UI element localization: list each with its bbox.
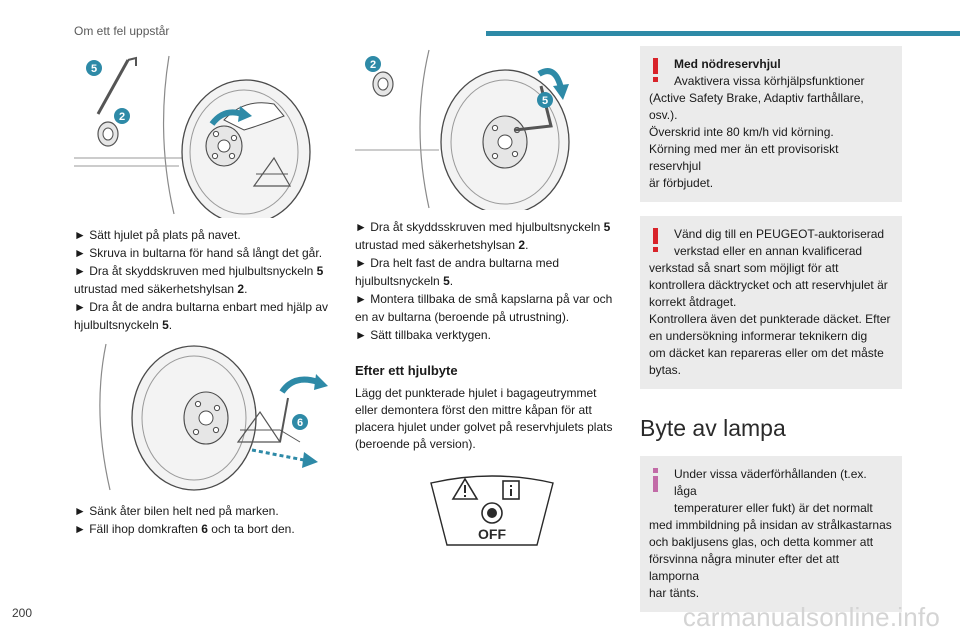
step-line: ► Dra åt skyddskruven med hjulbultsnycke…	[74, 264, 324, 278]
step-line: hjulbultsnyckeln 5.	[355, 274, 454, 288]
condensation-info-box: Under vissa väderförhållanden (t.ex. låg…	[640, 456, 902, 612]
step-line: en av bultarna (beroende på utrustning).	[355, 310, 570, 324]
watermark: carmanualsonline.info	[682, 602, 940, 632]
wheel-tighten-illustration: 2 5	[355, 49, 570, 210]
step-line: hjulbultsnyckeln 5.	[74, 318, 173, 332]
section-heading-lamp-change: Byte av lampa	[640, 415, 786, 441]
note-line: korrekt åtdraget.	[649, 295, 737, 309]
steps-list-3: ► Dra åt skyddsskruven med hjulbultsnyck…	[355, 218, 625, 344]
note-line: bytas.	[649, 363, 682, 377]
callout-5: 5	[542, 95, 548, 107]
wheel-mount-illustration: 5 2	[74, 55, 311, 218]
note-line: Körning med mer än ett provisoriskt rese…	[649, 142, 839, 173]
safety-functions-off-button: OFF	[430, 475, 554, 546]
note-line: verkstad så snart som möjligt för att	[649, 261, 839, 275]
off-label: OFF	[478, 526, 506, 542]
callout-5: 5	[91, 63, 97, 75]
step-line: ► Sätt hjulet på plats på navet.	[74, 228, 241, 242]
section-title: Om ett fel uppstår	[74, 24, 170, 38]
note-line: verkstad eller en annan kvalificerad	[674, 244, 863, 258]
step-line: ► Dra helt fast de andra bultarna med	[355, 256, 559, 270]
section-heading-after-wheel-change: Efter ett hjulbyte	[355, 363, 458, 378]
dealer-check-warning-box: Vänd dig till en PEUGEOT-auktoriserad ve…	[640, 216, 902, 389]
steps-list-2: ► Sänk åter bilen helt ned på marken. ► …	[74, 502, 336, 538]
note-line: en undersökning informerar teknikern dig	[649, 329, 868, 343]
emergency-spare-warning-box: Med nödreservhjul Avaktivera vissa körhj…	[640, 46, 902, 202]
warning-triangle-icon	[451, 477, 479, 500]
callout-2: 2	[119, 111, 125, 123]
column-right: Med nödreservhjul Avaktivera vissa körhj…	[640, 46, 902, 612]
step-line: ► Skruva in bultarna för hand så långt d…	[74, 246, 323, 260]
warning-title: Med nödreservhjul	[674, 57, 781, 71]
warning-exclamation-icon	[653, 228, 658, 252]
note-line: (Active Safety Brake, Adaptiv farthållar…	[649, 91, 864, 105]
after-wheel-change-text: Lägg det punkterade hjulet i bagageutrym…	[355, 386, 613, 451]
steps-list-1: ► Sätt hjulet på plats på navet. ► Skruv…	[74, 226, 336, 334]
page-header: Om ett fel uppstår	[0, 0, 960, 40]
column-middle: 2 5 ► Dra åt skyddsskruven med hjulbults…	[355, 46, 625, 549]
info-icon	[653, 468, 658, 492]
step-line: ► Sätt tillbaka verktygen.	[355, 328, 491, 342]
column-left: 5 2 ► Sätt hjulet på plats på navet. ► S…	[74, 46, 336, 538]
note-line: är förbjudet.	[649, 176, 714, 190]
manual-book-icon	[502, 480, 520, 500]
note-line: Vänd dig till en PEUGEOT-auktoriserad	[674, 227, 885, 241]
step-line: ► Sänk åter bilen helt ned på marken.	[74, 504, 279, 518]
note-line: och bakljusens glas, och detta kommer at…	[649, 535, 874, 549]
step-line: utrustad med säkerhetshylsan 2.	[355, 238, 529, 252]
page-number: 200	[12, 606, 33, 620]
warning-exclamation-icon	[653, 58, 658, 82]
note-line: försvinna några minuter efter det att la…	[649, 552, 840, 583]
step-line: ► Dra åt skyddsskruven med hjulbultsnyck…	[355, 220, 611, 234]
note-line: Överskrid inte 80 km/h vid körning.	[649, 125, 834, 139]
step-line: ► Fäll ihop domkraften 6 och ta bort den…	[74, 522, 295, 536]
note-line: kontrollera däcktrycket och att reservhj…	[649, 278, 888, 292]
note-line: Under vissa väderförhållanden (t.ex. låg…	[674, 467, 867, 498]
step-line: ► Montera tillbaka de små kapslarna på v…	[355, 292, 613, 306]
note-line: har tänts.	[649, 586, 700, 600]
jack-lowering-illustration: 6	[99, 343, 328, 491]
note-line: med immbildning på insidan av strålkasta…	[649, 518, 892, 532]
note-line: osv.).	[649, 108, 678, 122]
callout-2: 2	[370, 59, 376, 71]
step-line: utrustad med säkerhetshylsan 2.	[74, 282, 248, 296]
note-line: Kontrollera även det punkterade däcket. …	[649, 312, 891, 326]
note-line: temperaturer eller fukt) är det normalt	[674, 501, 873, 515]
collision-sensor-icon	[481, 502, 503, 524]
callout-6: 6	[297, 417, 303, 429]
header-accent-bar	[486, 31, 960, 36]
step-line: ► Dra åt de andra bultarna enbart med hj…	[74, 300, 329, 314]
note-line: Avaktivera vissa körhjälpsfunktioner	[674, 74, 865, 88]
note-line: om däcket kan repareras eller om det mås…	[649, 346, 884, 360]
